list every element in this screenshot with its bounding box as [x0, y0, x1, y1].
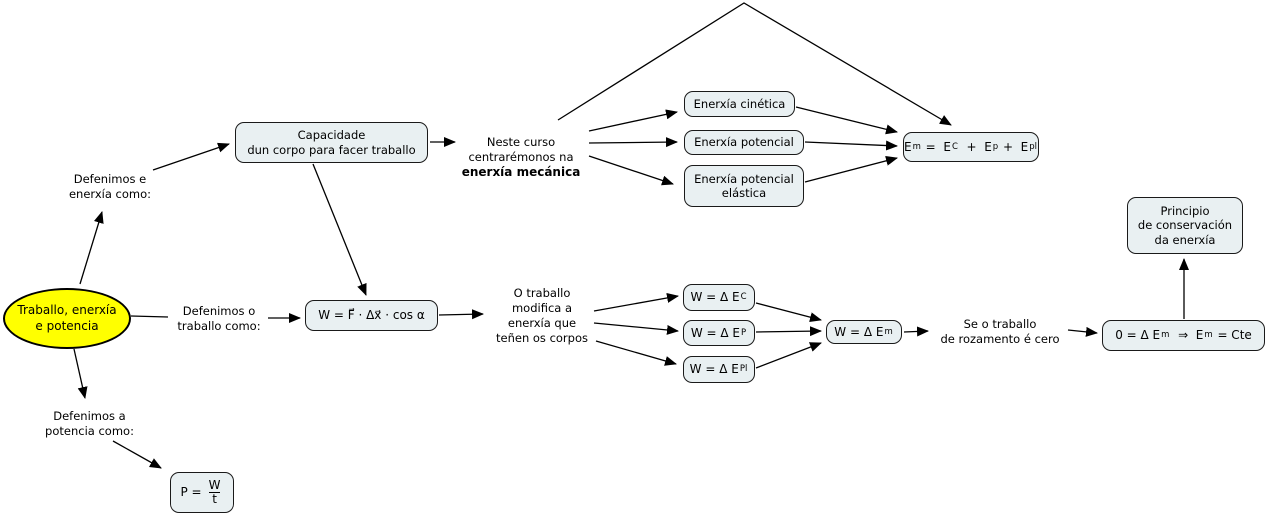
edge-delta-pl-delta-m [755, 342, 822, 369]
power-fraction: W t [208, 477, 221, 506]
edge-course-focus-elastic [588, 155, 674, 186]
link-course-focus[interactable]: Neste curso centrarémonos na enerxía mec… [455, 120, 587, 195]
link-define-work[interactable]: Defenimos o traballo como: [177, 304, 261, 333]
node-elastic-potential-energy[interactable]: Enerxía potencial elástica [684, 165, 804, 207]
edge-define-power-power-formula [112, 440, 162, 469]
edge-potential-mechanical [804, 140, 898, 151]
edge-root-define-power [73, 348, 88, 399]
node-potential-energy[interactable]: Enerxía potencial [684, 130, 804, 155]
link-define-energy[interactable]: Defenimos e enerxía como: [68, 172, 152, 201]
link-define-power[interactable]: Defenimos a potencia como: [45, 409, 134, 438]
edge-capacity-work-formula [312, 163, 367, 296]
edge-course-focus-potential [588, 137, 678, 148]
edge-work-modifies-delta-pl [595, 340, 677, 366]
edge-define-energy-capacity [152, 142, 230, 171]
node-conservation-principle[interactable]: Principio de conservación da enerxía [1127, 197, 1243, 254]
edge-work-modifies-delta-c [593, 293, 679, 312]
edge-work-formula-work-modifies [438, 309, 484, 320]
edge-course-focus-mechanical-top [557, 2, 952, 126]
edge-delta-c-delta-m [755, 302, 822, 323]
edge-elastic-mechanical [804, 155, 898, 183]
link-if-no-friction[interactable]: Se o traballo de rozamento é cero [940, 317, 1060, 346]
edge-root-define-energy [79, 211, 104, 285]
edge-if-no-friction-conservation [1067, 326, 1098, 337]
node-capacity[interactable]: Capacidade dun corpo para facer traballo [235, 122, 428, 163]
edge-kinetic-mechanical [795, 106, 898, 135]
edge-work-modifies-delta-p [593, 322, 679, 335]
node-kinetic-energy[interactable]: Enerxía cinética [684, 91, 795, 117]
edge-delta-p-delta-m [755, 326, 822, 337]
node-work-formula[interactable]: W = F⃗ · Δx⃗ · cos α [305, 300, 438, 331]
edge-root-define-work [130, 315, 169, 318]
link-work-modifies[interactable]: O traballo modifica a enerxía que teñen … [496, 286, 588, 345]
link-course-focus-text: Neste curso centrarémonos na [468, 134, 574, 164]
root-node-traballo[interactable]: Traballo, enerxía e potencia [3, 288, 131, 349]
node-power-formula[interactable]: P = W t [170, 472, 234, 513]
edge-delta-m-if-no-friction [903, 326, 929, 337]
edge-course-focus-kinetic [588, 109, 678, 132]
link-course-focus-bold-text: enerxía mecánica [461, 164, 581, 179]
